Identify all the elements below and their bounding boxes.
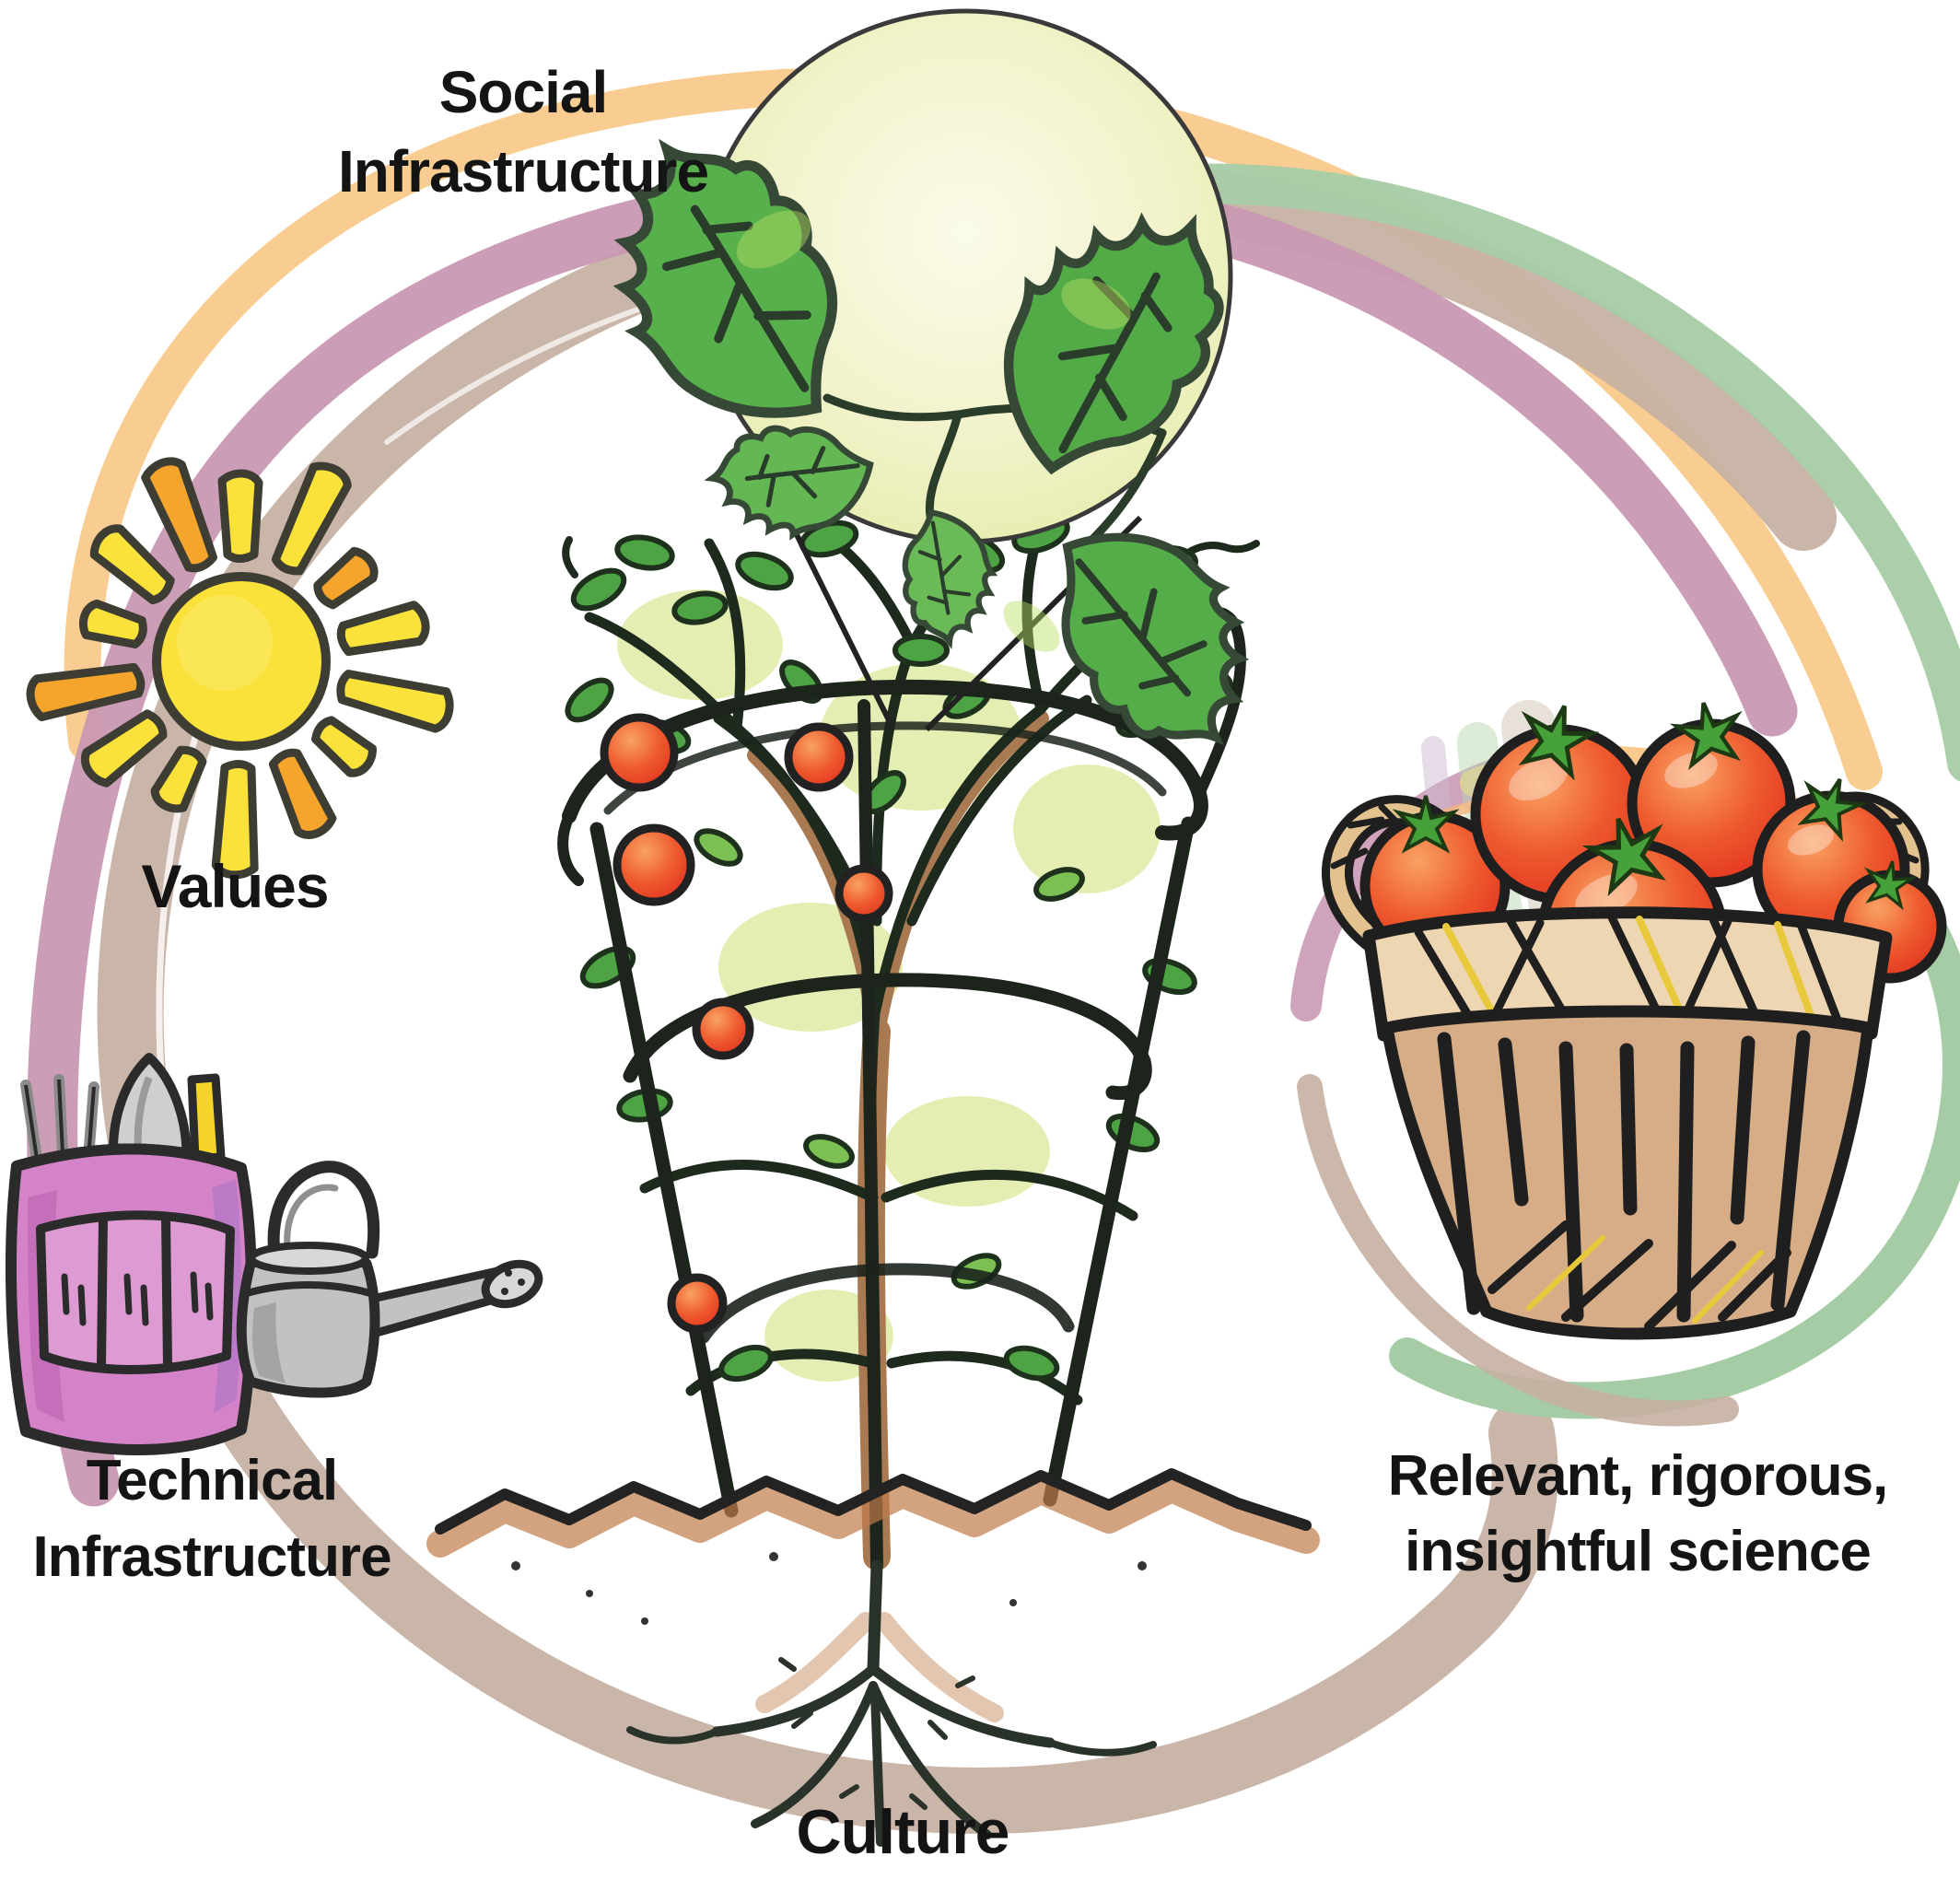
ring-tan <box>1297 1074 1739 1427</box>
soil <box>426 1468 1320 1625</box>
label-social-infrastructure: Social Infrastructure <box>201 53 846 212</box>
label-culture: Culture <box>796 1797 1010 1867</box>
sun-icon <box>28 456 453 875</box>
plant-tomatoes <box>600 713 893 1334</box>
label-science-outcome: Relevant, rigorous, insightful science <box>1297 1439 1960 1590</box>
basket-rim <box>1362 906 1893 1042</box>
label-values: Values <box>141 852 329 920</box>
tomato-basket-icon <box>1322 697 1947 1340</box>
label-technical-infrastructure-line1: Technical <box>86 1449 338 1512</box>
label-social-infrastructure-line1: Social <box>438 59 609 125</box>
garden-tools-icon <box>6 1053 543 1455</box>
watering-can-icon <box>236 1161 543 1398</box>
magnified-leaves <box>566 109 1291 779</box>
tomato-plant-icon <box>426 492 1320 1847</box>
yellow-tool-icon <box>187 1073 226 1163</box>
label-science-outcome-line1: Relevant, rigorous, <box>1387 1444 1889 1508</box>
ring-green <box>1389 905 1960 1419</box>
roots <box>626 1559 1157 1847</box>
tool-bag-icon <box>6 1143 258 1455</box>
trowel-icon <box>109 1053 192 1173</box>
leaf-detail-circle <box>566 8 1291 779</box>
basket-body <box>1381 1005 1874 1340</box>
arc-green <box>1046 163 1960 782</box>
label-science-outcome-line2: insightful science <box>1405 1519 1872 1583</box>
label-technical-infrastructure-line2: Infrastructure <box>32 1525 391 1590</box>
arc-tan <box>97 158 1837 1834</box>
label-technical-infrastructure: Technical Infrastructure <box>0 1442 424 1595</box>
label-social-infrastructure-line2: Infrastructure <box>337 137 709 204</box>
